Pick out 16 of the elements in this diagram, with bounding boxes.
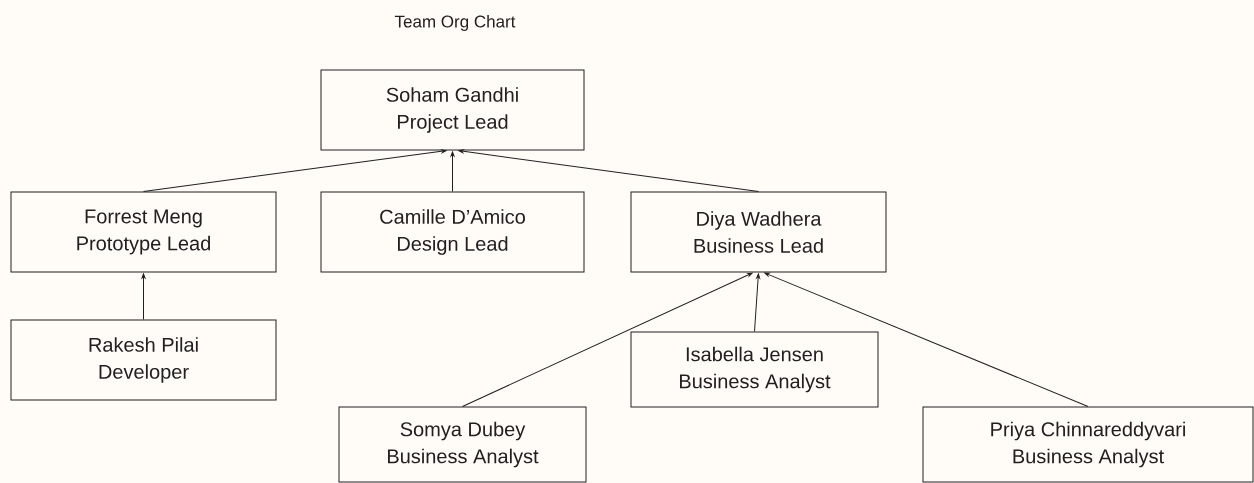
person-box: Diya Wadhera Business Lead bbox=[630, 191, 887, 273]
person-box: Isabella Jensen Business Analyst bbox=[630, 331, 879, 408]
person-box: Soham Gandhi Project Lead bbox=[320, 69, 585, 151]
person-box: Camille D’Amico Design Lead bbox=[320, 191, 585, 273]
arrow bbox=[462, 272, 753, 407]
arrow bbox=[141, 273, 146, 320]
person-box: Somya Dubey Business Analyst bbox=[338, 406, 587, 483]
arrow bbox=[764, 272, 1089, 407]
arrow bbox=[458, 149, 759, 192]
person-box: Priya Chinnareddyvari Business Analyst bbox=[922, 406, 1254, 483]
arrow bbox=[143, 149, 447, 192]
arrow bbox=[450, 151, 455, 192]
arrow bbox=[754, 273, 761, 332]
chart-title: Team Org Chart bbox=[394, 15, 516, 31]
person-box: Forrest Meng Prototype Lead bbox=[10, 191, 277, 273]
person-box: Rakesh Pilai Developer bbox=[10, 319, 277, 401]
